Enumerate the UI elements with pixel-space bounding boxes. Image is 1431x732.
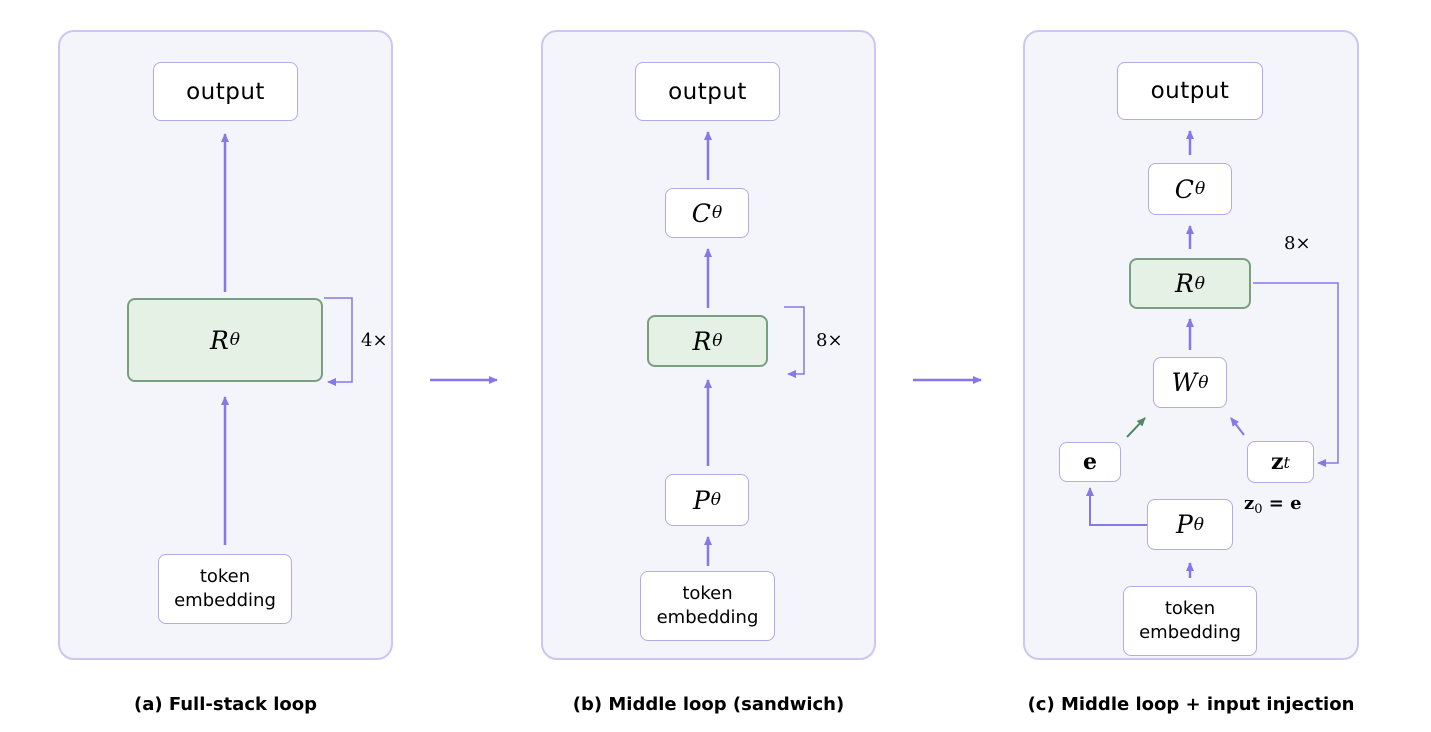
- z0-equals-e: = e: [1262, 493, 1302, 514]
- caption-b: (b) Middle loop (sandwich): [572, 694, 845, 715]
- repeat-count-a: 4×: [361, 330, 388, 351]
- c-symbol: C: [691, 198, 711, 228]
- e-symbol: e: [1083, 449, 1097, 475]
- output-label: output: [1150, 78, 1230, 104]
- loop-back-c: [1253, 282, 1339, 467]
- theta-subscript: θ: [1193, 514, 1205, 535]
- p-symbol: P: [692, 485, 710, 515]
- output-box-c: output: [1117, 62, 1263, 120]
- z0-symbol: z: [1244, 493, 1255, 514]
- caption-a: (a) Full-stack loop: [133, 694, 318, 715]
- theta-subscript: θ: [229, 330, 241, 350]
- token-label: token: [682, 583, 733, 604]
- arrow-p-to-e: [1086, 487, 1147, 526]
- arrow-z-to-w: [1230, 417, 1245, 436]
- loop-bracket-b: [784, 306, 805, 378]
- token-label: token: [1164, 598, 1216, 619]
- c-symbol: C: [1174, 174, 1194, 204]
- embedding-label: embedding: [1139, 622, 1241, 643]
- loop-bracket-a: [324, 297, 353, 386]
- r-symbol: R: [1174, 269, 1194, 298]
- embedding-label: embedding: [174, 590, 276, 611]
- repeat-count-b: 8×: [816, 330, 843, 351]
- token-embedding-b: token embedding: [640, 571, 775, 641]
- output-box-a: output: [153, 62, 298, 121]
- arrow-e-to-w: [1126, 417, 1146, 438]
- embedding-e-box: e: [1059, 442, 1121, 482]
- output-box-b: output: [635, 62, 780, 121]
- token-embedding-a: token embedding: [158, 554, 292, 624]
- theta-subscript: θ: [1194, 273, 1206, 294]
- r-symbol: R: [209, 325, 229, 355]
- output-label: output: [186, 78, 265, 105]
- token-embedding-c: token embedding: [1123, 586, 1257, 656]
- theta-subscript: θ: [1194, 179, 1206, 199]
- theta-subscript: θ: [1198, 372, 1209, 393]
- z-symbol: z: [1271, 449, 1284, 475]
- embedding-label: embedding: [656, 607, 759, 628]
- w-symbol: W: [1171, 368, 1198, 397]
- caption-c: (c) Middle loop + input injection: [1027, 694, 1355, 715]
- token-label: token: [199, 566, 251, 587]
- initial-state-label: z0 = e: [1244, 493, 1302, 517]
- p-symbol: P: [1175, 510, 1193, 539]
- theta-subscript: θ: [712, 331, 723, 351]
- theta-subscript: θ: [710, 490, 722, 510]
- theta-subscript: θ: [711, 203, 723, 223]
- z0-subscript: 0: [1254, 502, 1263, 517]
- t-subscript: t: [1283, 452, 1290, 472]
- output-label: output: [668, 78, 747, 105]
- repeat-count-c: 8×: [1284, 233, 1311, 254]
- r-symbol: R: [692, 326, 712, 356]
